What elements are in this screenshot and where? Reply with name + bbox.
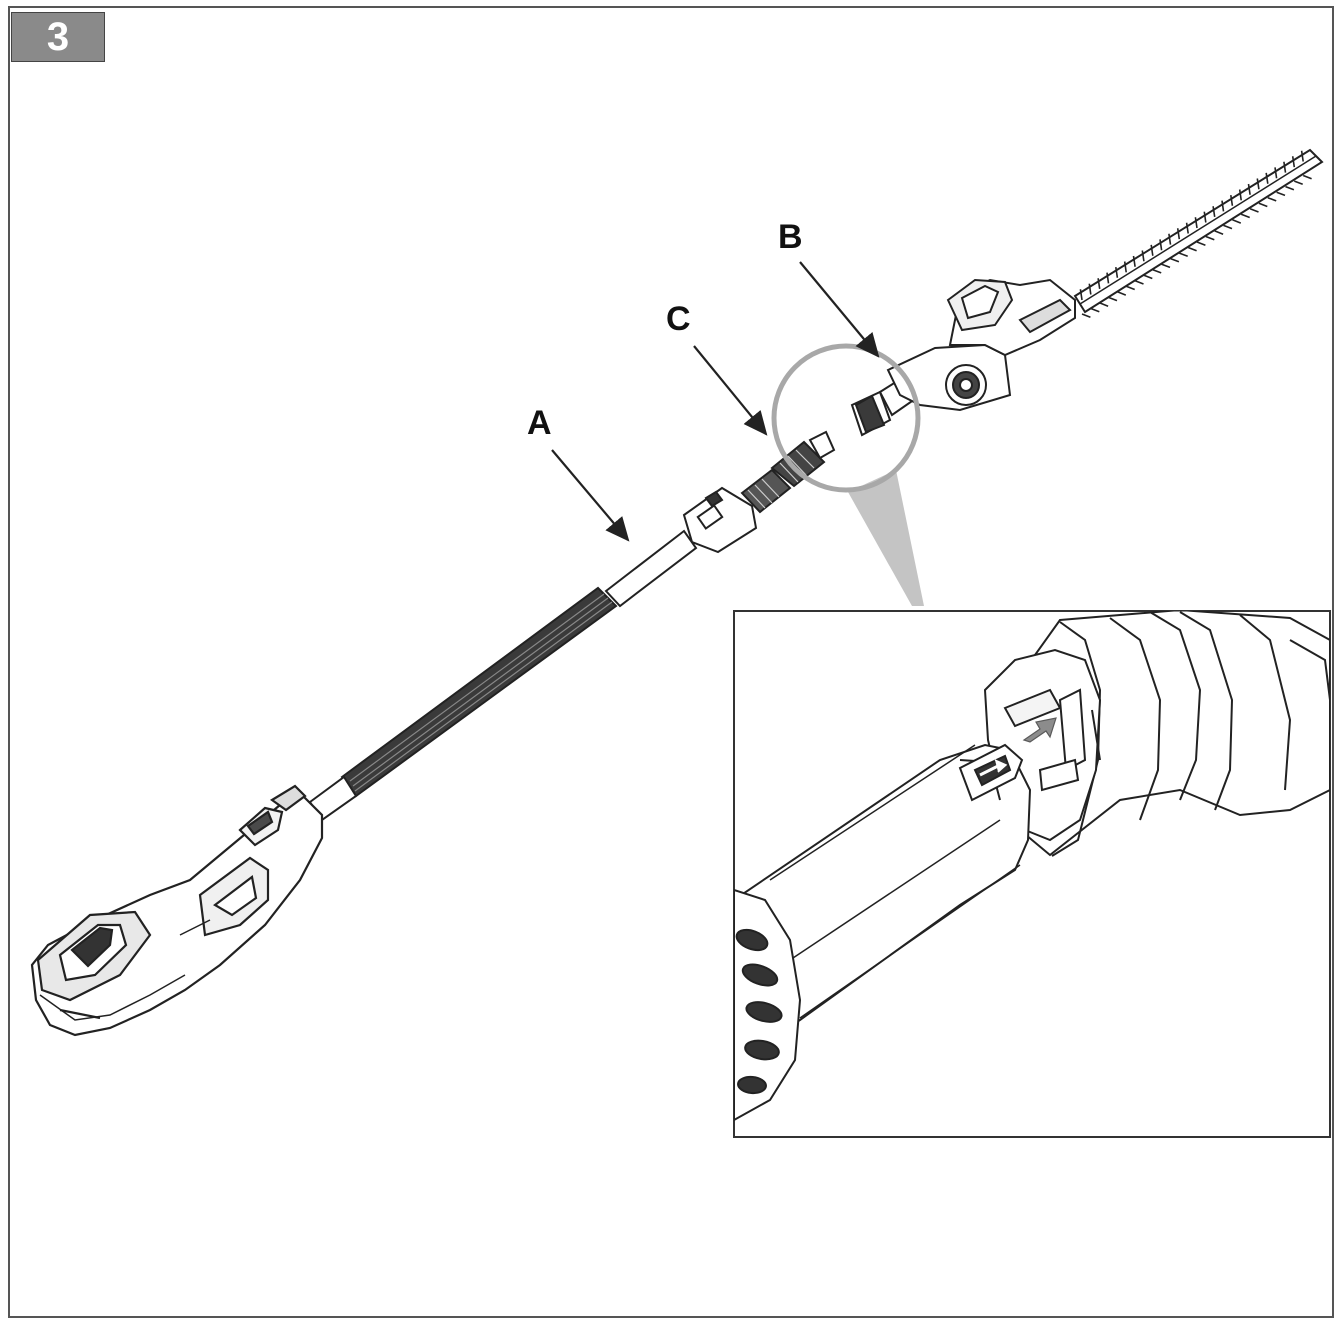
pole-shaft [308, 529, 698, 822]
coupler-assembly [682, 430, 836, 554]
callout-leaders [551, 261, 880, 542]
motor-handle [30, 784, 324, 1037]
detail-inset [733, 610, 1331, 1138]
step-number: 3 [46, 14, 70, 59]
figure-frame [8, 6, 1334, 1318]
callout-label-c: C [666, 300, 691, 338]
callout-label-a: A [527, 404, 552, 442]
hedge-trimmer-head [850, 148, 1324, 437]
step-number-badge: 3 [11, 12, 105, 62]
direction-arrow-icon [1022, 717, 1057, 743]
detail-magnifier-icon [771, 343, 924, 606]
callout-label-b: B [778, 218, 803, 256]
